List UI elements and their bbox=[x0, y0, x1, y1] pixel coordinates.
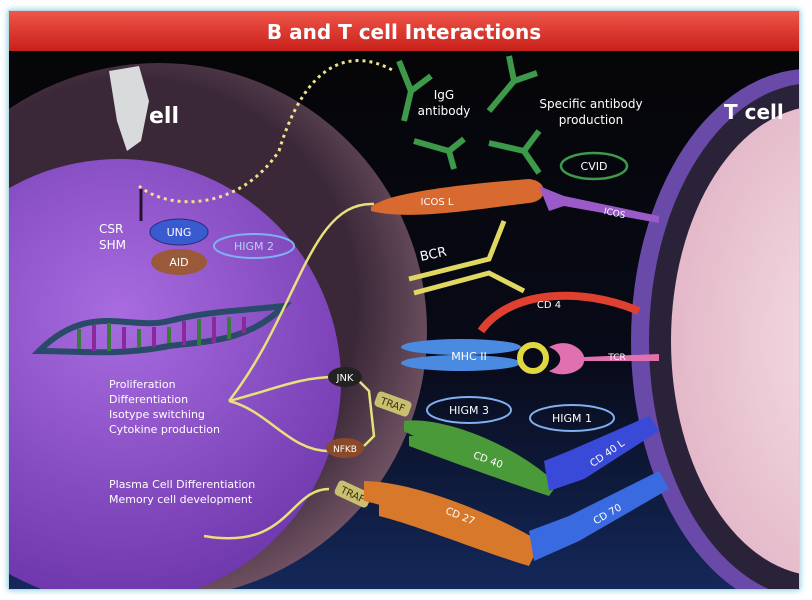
cd27-molecule bbox=[364, 481, 539, 566]
antibody-icon bbox=[486, 55, 538, 113]
outcome-proliferation: Proliferation bbox=[109, 378, 176, 391]
signal-arrows bbox=[203, 202, 376, 540]
traf-box-2 bbox=[334, 480, 372, 508]
outcome-differentiation: Differentiation bbox=[109, 393, 188, 406]
memory-cell-label: Memory cell development bbox=[109, 493, 253, 506]
antibody-icon bbox=[488, 129, 542, 175]
t-cell-label: T cell bbox=[724, 100, 784, 124]
cd40l-molecule bbox=[544, 416, 659, 491]
bcr-label: BCR bbox=[419, 245, 448, 265]
ung-protein bbox=[149, 218, 209, 246]
antigen-icon bbox=[517, 342, 549, 374]
higm3-label: HIGM 3 bbox=[449, 404, 489, 417]
traf-box-1 bbox=[374, 391, 412, 417]
icos-label: ICOS bbox=[603, 207, 627, 221]
b-cell-label: ell bbox=[149, 104, 179, 129]
b-t-cell-diagram: ell T cell B and T cell Interactions IgG… bbox=[9, 11, 799, 589]
b-cell-nucleus bbox=[9, 159, 341, 589]
title-bar bbox=[9, 11, 799, 51]
antibody-icon bbox=[413, 136, 466, 170]
torn-paper-patch bbox=[109, 66, 149, 151]
cvid-label: CVID bbox=[581, 160, 608, 173]
bcr-icon bbox=[408, 220, 526, 296]
cd40-molecule bbox=[404, 420, 554, 496]
antibodies bbox=[396, 55, 542, 175]
t-cell-cytoplasm bbox=[671, 108, 799, 574]
cd4-label: CD 4 bbox=[537, 300, 561, 311]
production-label-2: production bbox=[559, 113, 623, 127]
nfkb-node bbox=[326, 438, 364, 458]
cd4-molecule bbox=[477, 291, 641, 334]
igg-label: IgG bbox=[434, 88, 454, 102]
shm-label: SHM bbox=[99, 238, 126, 252]
mhc2-molecule bbox=[401, 339, 521, 355]
diagram-frame: ell T cell B and T cell Interactions IgG… bbox=[8, 10, 800, 590]
higm1-label: HIGM 1 bbox=[552, 412, 592, 425]
outcome-isotype-switching: Isotype switching bbox=[109, 408, 205, 421]
igg-label-2: antibody bbox=[418, 104, 471, 118]
jnk-node bbox=[328, 367, 362, 387]
outcome-cytokine-production: Cytokine production bbox=[109, 423, 220, 436]
aid-protein bbox=[151, 249, 207, 275]
icosl-label: ICOS L bbox=[421, 197, 454, 208]
secretion-path bbox=[138, 59, 395, 204]
cvid-oval bbox=[559, 151, 629, 181]
plasma-cell-label: Plasma Cell Differentiation bbox=[109, 478, 255, 491]
page-title: B and T cell Interactions bbox=[267, 20, 541, 44]
antibody-icon bbox=[396, 59, 433, 122]
jnk-label: JNK bbox=[336, 373, 354, 384]
higm2-label: HIGM 2 bbox=[234, 240, 274, 253]
production-label: Specific antibody bbox=[539, 97, 642, 111]
higm2-oval bbox=[213, 233, 295, 259]
higm1-oval bbox=[529, 404, 615, 432]
ung-label: UNG bbox=[167, 226, 192, 239]
cd70-molecule bbox=[529, 471, 669, 561]
higm3-oval bbox=[426, 396, 512, 424]
mhc2-molecule-lower bbox=[401, 355, 521, 371]
tcr-molecule bbox=[549, 343, 659, 375]
icos-molecule bbox=[539, 186, 659, 223]
nfkb-label: NFKB bbox=[333, 445, 357, 455]
icosl-molecule bbox=[371, 179, 544, 215]
aid-label: AID bbox=[169, 256, 188, 269]
csr-label: CSR bbox=[99, 222, 123, 236]
mhc2-label: MHC II bbox=[451, 350, 486, 363]
tcr-label: TCR bbox=[607, 353, 626, 363]
